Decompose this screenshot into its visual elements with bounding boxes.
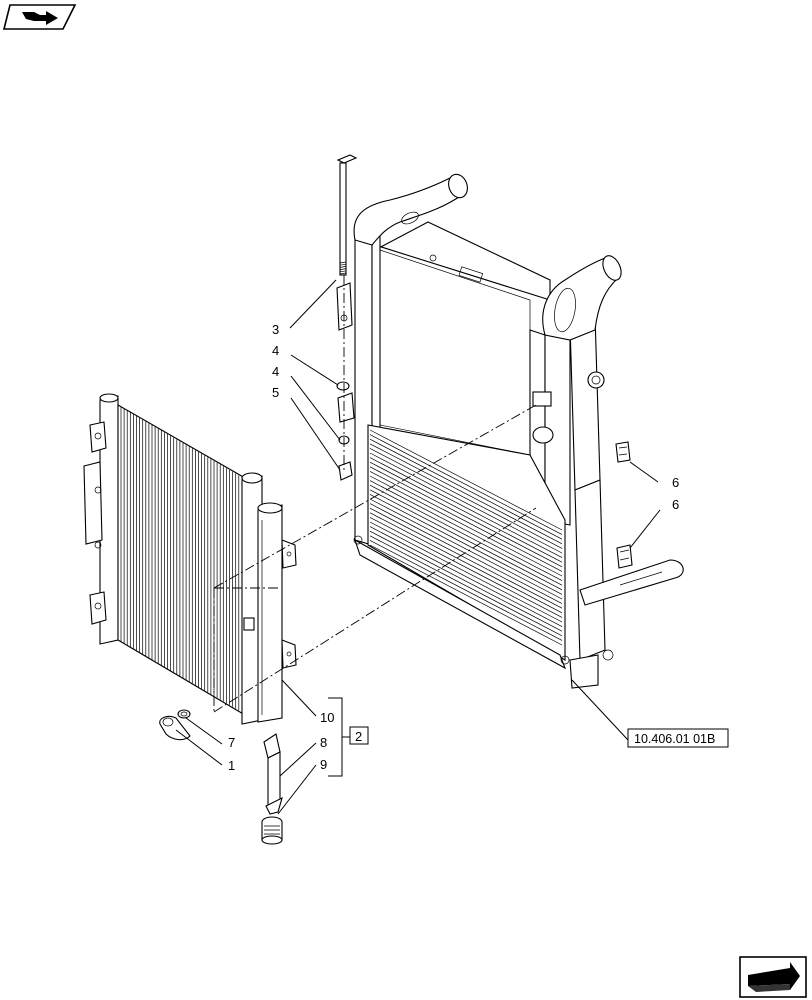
alignment-lines	[213, 404, 537, 713]
callout-9: 9	[320, 757, 327, 772]
kit-number: 2	[355, 729, 362, 744]
core-fins	[369, 429, 563, 646]
washer-upper	[336, 381, 350, 391]
callout-10: 10	[320, 710, 334, 725]
nut	[338, 461, 353, 481]
mounting-bolt	[336, 154, 358, 481]
kit-bracket	[328, 697, 369, 777]
plug	[261, 816, 283, 845]
drier-cartridge	[263, 733, 283, 815]
reference-number[interactable]: 10.406.01 01B	[634, 732, 715, 746]
callout-1: 1	[228, 758, 235, 773]
callout-8: 8	[320, 735, 327, 750]
clip-upper	[615, 441, 631, 463]
callout-5: 5	[272, 385, 279, 400]
callouts: 3 4 4 5 6 6 10 7 1 8 9 2	[228, 322, 679, 773]
callout-6-upper: 6	[672, 475, 679, 490]
condenser-assembly	[83, 393, 297, 725]
callout-6-lower: 6	[672, 497, 679, 512]
callout-3: 3	[272, 322, 279, 337]
clip-lower	[616, 544, 633, 569]
radiator-assembly	[353, 173, 684, 689]
fitting-1	[159, 715, 191, 741]
book-arrow-icon[interactable]	[2, 4, 77, 30]
callout-4-upper: 4	[272, 343, 279, 358]
callout-4-lower: 4	[272, 364, 279, 379]
leader-lines	[175, 279, 661, 815]
fitting-7	[177, 709, 191, 719]
next-page-arrow-icon[interactable]	[739, 956, 807, 998]
callout-7: 7	[228, 735, 235, 750]
reference-link[interactable]: 10.406.01 01B	[627, 728, 729, 748]
